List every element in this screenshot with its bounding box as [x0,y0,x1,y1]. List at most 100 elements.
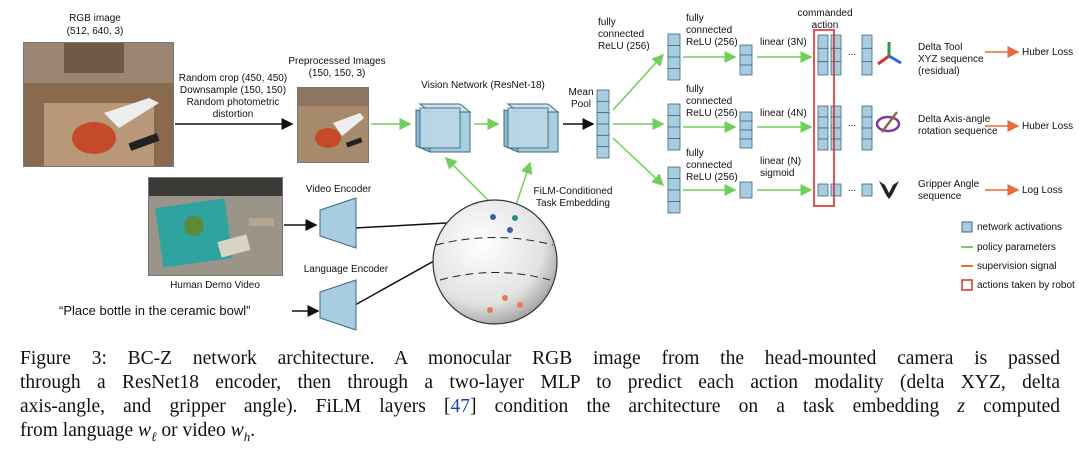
output-xyz-label-2: XYZ sequence [918,54,984,65]
linear-4n-label: linear (4N) [760,108,807,119]
commanded-action-box [813,29,835,207]
fc1-top-activation [667,33,681,81]
action-gripper-col-1 [830,183,842,197]
caption-line-4b: or video [161,420,226,441]
xyz-axes-icon [877,42,902,66]
legend-supervision-label: supervision signal [977,261,1057,272]
preprocessed-image-photo [297,87,369,163]
caption-line-4c: . [250,420,256,441]
fc2-bot-label-1: fully [686,148,704,159]
fc2-top-label-2: connected [686,25,733,36]
fc1-label-3: ReLU (256) [598,41,650,52]
action-xyz-col-1 [830,34,842,76]
rgb-image-dims: (512, 640, 3) [66,26,124,37]
fc2-top-label-1: fully [686,13,704,24]
action-xyz-col-2 [861,34,873,76]
fc2-bot-label-3: ReLU (256) [686,172,738,183]
output-gripper-label-2: sequence [918,191,962,202]
action-xyz-col-0 [817,34,829,76]
dots-xyz: ... [847,47,857,58]
mean-pool-label-1: Mean [568,87,594,98]
fc2-mid-label-2: connected [686,96,733,107]
fc2-bot-label-2: connected [686,160,733,171]
action-rotation-col-2 [861,105,873,151]
film-label-1: FiLM-Conditioned [533,186,613,197]
caption-var-wl: wℓ [138,420,157,444]
caption-line-1: Figure 3: BC-Z network architecture. A m… [20,348,1060,369]
caption-line-4: from language wℓ or video wh. [20,419,1060,449]
language-instruction: “Place bottle in the ceramic bowl” [59,303,251,318]
linear-n-label: linear (N) [760,156,802,167]
loss-rotation-label: Huber Loss [1022,121,1074,132]
fc1-mid-activation [667,103,681,151]
output-rotation-label-1: Delta Axis-angle [918,114,991,125]
legend-params-label: policy parameters [977,242,1056,253]
action-rotation-col-0 [817,105,829,151]
preprocessed-dims: (150, 150, 3) [308,68,366,79]
legend-actions-swatch [961,279,973,291]
caption-line-3: axis-angle, and gripper angle). FiLM lay… [20,395,1060,419]
fc2-top-label-3: ReLU (256) [686,37,738,48]
preprocess-step-downsample: Downsample (150, 150) [179,85,287,96]
caption-line-4a: from language [20,420,134,441]
language-encoder-shape [319,279,357,331]
output-rotation-label-2: rotation sequence [918,126,998,137]
task-embedding-sphere [432,199,558,325]
human-demo-video-photo [148,177,283,276]
mean-pool-activation [596,89,610,159]
preprocess-step-crop: Random crop (450, 450) [178,73,288,84]
gripper-icon [879,181,899,199]
caption-var-wh: wh [230,420,251,444]
sigmoid-label: sigmoid [760,168,795,179]
fc2-mid-activation [739,111,753,149]
video-encoder-shape [319,197,357,249]
film-label-2: Task Embedding [536,198,610,209]
linear-3n-label: linear (3N) [760,37,807,48]
fc2-mid-label-1: fully [686,84,704,95]
figure-caption: Figure 3: BC-Z network architecture. A m… [20,347,1060,449]
rotation-icon [875,111,901,133]
preprocessed-title: Preprocessed Images [288,56,386,67]
resnet-block-1 [415,103,472,153]
dots-rotation: ... [847,118,857,129]
resnet-block-2 [503,103,560,153]
arrow-pool-to-fc1 [612,53,665,111]
legend-activation-swatch [961,221,973,233]
caption-line-3c: computed [983,396,1061,417]
caption-line-3a: axis-angle, and gripper angle). FiLM lay… [20,396,451,417]
fc2-bot-activation [739,181,753,199]
video-encoder-label: Video Encoder [305,184,372,195]
legend-activations-label: network activations [977,222,1063,233]
dots-gripper: ... [847,183,857,194]
caption-line-2: through a ResNet18 encoder, then through… [20,372,1060,393]
fc2-mid-label-3: ReLU (256) [686,108,738,119]
rgb-image-photo [23,42,174,167]
output-xyz-label-1: Delta Tool [918,42,963,53]
action-gripper-col-0 [817,183,829,197]
preprocess-step-photometric: Random photometric [186,97,280,108]
action-gripper-col-2 [861,183,873,197]
fc1-label-1: fully [598,17,616,28]
output-gripper-label-1: Gripper Angle [918,179,980,190]
fc1-bot-activation [667,166,681,214]
action-rotation-col-1 [830,105,842,151]
diagram-canvas [175,29,1020,331]
vision-network-label: Vision Network (ResNet-18) [421,80,545,91]
output-xyz-label-3: (residual) [918,66,960,77]
rgb-image-title: RGB image [69,13,121,24]
arrow-pool-to-fc1-bot [612,137,665,187]
legend-actions-label: actions taken by robot [977,280,1075,291]
language-encoder-label: Language Encoder [303,264,389,275]
commanded-action-label-2: action [811,20,839,31]
caption-var-z: z [957,396,965,417]
fc2-top-activation [739,44,753,76]
human-demo-label: Human Demo Video [170,280,260,291]
arrow-embedding-to-resnet2 [514,161,533,209]
citation-link[interactable]: 47 [450,396,471,417]
mean-pool-label-2: Pool [570,99,591,110]
caption-line-3b: ] condition the architecture on a task e… [470,396,940,417]
loss-gripper-label: Log Loss [1022,185,1063,196]
loss-xyz-label: Huber Loss [1022,47,1074,58]
fc1-label-2: connected [598,29,645,40]
architecture-figure: RGB image (512, 640, 3) Random crop (450… [23,8,1075,331]
